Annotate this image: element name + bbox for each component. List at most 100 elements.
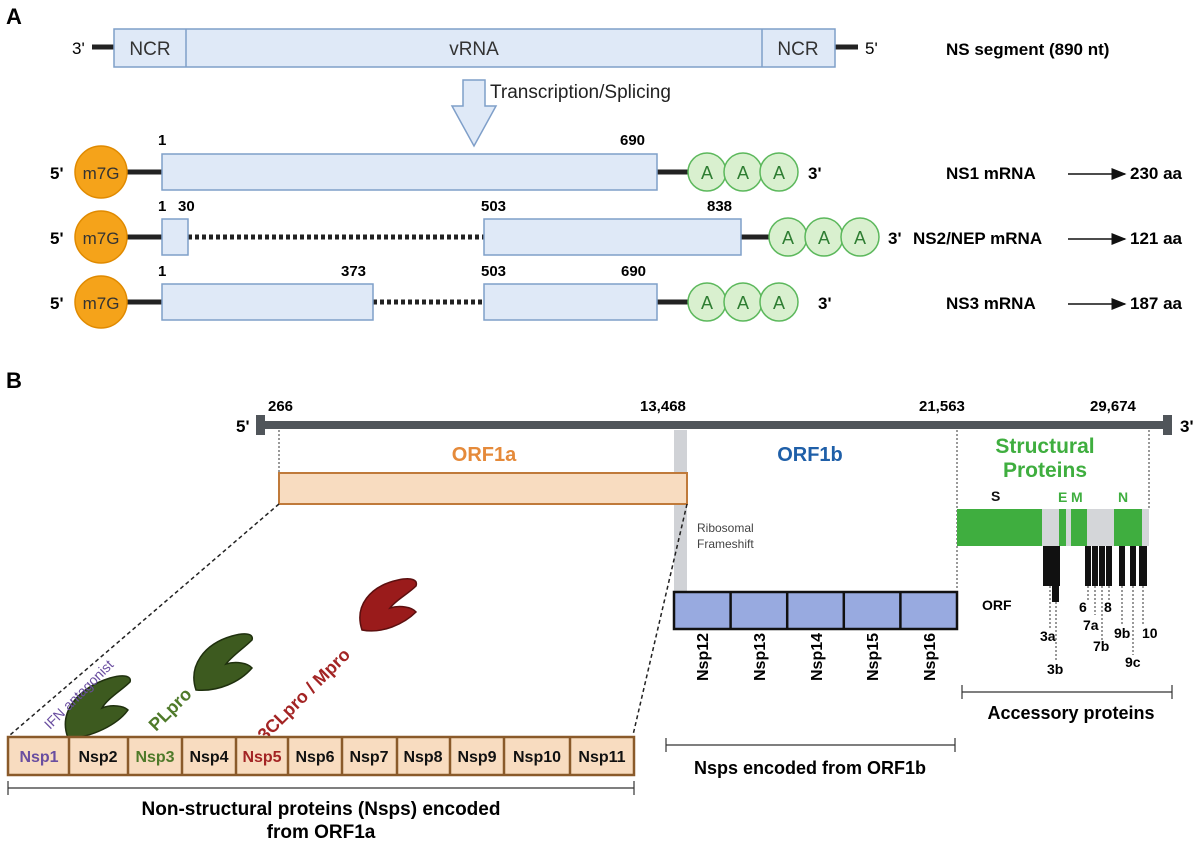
orf1a-bar <box>278 472 688 505</box>
frameshift-label: Frameshift <box>697 537 754 551</box>
acc-3a: 3a <box>1040 628 1056 644</box>
panel-b-label: B <box>6 368 22 393</box>
envelope-segment <box>1059 509 1066 546</box>
row-5prime-label: 5' <box>50 164 64 183</box>
svg-text:A: A <box>701 293 713 313</box>
svg-text:A: A <box>701 163 713 183</box>
ns3-exon1-box <box>161 283 374 321</box>
accessory-caption: Accessory proteins <box>987 703 1154 723</box>
transcription-label: Transcription/Splicing <box>490 82 671 103</box>
3clpro-label: 3CLpro / Mpro <box>254 644 354 744</box>
orf1b-caption: Nsps encoded from ORF1b <box>694 758 926 778</box>
ifn-antagonist-icon <box>64 675 132 739</box>
genome-pos-21563: 21,563 <box>919 398 965 415</box>
frameshift-band <box>674 430 687 592</box>
panel-a-label: A <box>6 4 22 29</box>
nsp14-label: Nsp14 <box>809 633 826 681</box>
ns3-pos-4: 690 <box>621 263 646 280</box>
ns2-pos-3: 503 <box>481 198 506 215</box>
orf-label: ORF <box>982 597 1012 613</box>
ncr-left-label: NCR <box>129 39 170 60</box>
orf1b-nsp-boxes <box>672 590 959 631</box>
ns1-exon-box <box>161 153 658 191</box>
cap-icon <box>74 210 128 264</box>
polya-tail-icon: A A A <box>687 152 799 192</box>
ns1-pos-start: 1 <box>158 132 166 149</box>
nsp13-label: Nsp13 <box>752 633 769 681</box>
nsp3-label: Nsp3 <box>135 749 174 766</box>
svg-text:A: A <box>737 163 749 183</box>
ns2-mrna-row: m7G 5' A A A 3' 1 30 503 838 NS2/NEP mRN… <box>50 198 1183 264</box>
membrane-segment <box>1071 509 1087 546</box>
zoom-line-right <box>632 503 688 736</box>
ns2-exon2-box <box>483 218 742 256</box>
accessory-orf-bars <box>1043 546 1147 602</box>
structural-label-line2: Proteins <box>1003 459 1087 482</box>
transcription-arrow <box>450 79 498 148</box>
polya-tail-icon: A A A <box>768 217 880 257</box>
nsp11-label: Nsp11 <box>578 749 625 766</box>
row-3prime-label: 3' <box>808 164 822 183</box>
nsp7-label: Nsp7 <box>349 749 388 766</box>
acc-7b: 7b <box>1093 638 1109 654</box>
genome-line: 5' 3' 266 13,468 21,563 29,674 <box>236 398 1194 436</box>
nsp2-label: Nsp2 <box>78 749 117 766</box>
membrane-label: M <box>1071 489 1083 505</box>
nucleocapsid-segment <box>1114 509 1142 546</box>
spike-segment <box>957 509 1042 546</box>
envelope-label: E <box>1058 489 1067 505</box>
ns3-product: 187 aa <box>1130 294 1183 313</box>
ns3-mrna-row: m7G 5' A A A 3' 1 373 503 690 NS3 mRNA 1… <box>50 263 1183 329</box>
nsp1-label: Nsp1 <box>19 749 58 766</box>
row-3prime-label: 3' <box>888 229 902 248</box>
orf1a-caption-line1: Non-structural proteins (Nsps) encoded <box>142 799 501 820</box>
ns2-pos-4: 838 <box>707 198 732 215</box>
nsp12-label: Nsp12 <box>695 633 712 681</box>
orf1b-bracket <box>665 738 956 752</box>
acc-7a: 7a <box>1083 617 1099 633</box>
ns3-pos-1: 1 <box>158 263 166 280</box>
genome-pos-13468: 13,468 <box>640 398 686 415</box>
structural-label-line1: Structural <box>995 435 1094 458</box>
svg-text:A: A <box>854 228 866 248</box>
ns-segment: 3' 5' NCR vRNA NCR NS segment (890 nt) <box>72 28 1109 68</box>
svg-text:A: A <box>737 293 749 313</box>
svg-text:A: A <box>773 163 785 183</box>
orf1a-bracket <box>7 781 635 795</box>
spike-label: S <box>991 488 1000 504</box>
orf1a-label: ORF1a <box>452 444 517 466</box>
acc-8: 8 <box>1104 599 1112 615</box>
ns3-pos-3: 503 <box>481 263 506 280</box>
cap-icon <box>74 145 128 199</box>
ns2-product: 121 aa <box>1130 229 1183 248</box>
ns3-pos-2: 373 <box>341 263 366 280</box>
accessory-leader-lines <box>1049 586 1144 660</box>
row-3prime-label: 3' <box>818 294 832 313</box>
ns2-exon1-box <box>161 218 189 256</box>
ns1-product: 230 aa <box>1130 164 1183 183</box>
plpro-icon <box>193 633 254 691</box>
orf1a-nsp-boxes <box>6 735 636 777</box>
nsp8-label: Nsp8 <box>403 749 442 766</box>
ribosomal-label: Ribosomal <box>697 521 754 535</box>
structural-proteins-bar: S E M N <box>957 488 1149 546</box>
nsp16-label: Nsp16 <box>922 633 939 681</box>
ns1-mrna-label: NS1 mRNA <box>946 164 1036 183</box>
svg-text:A: A <box>773 293 785 313</box>
acc-9c: 9c <box>1125 654 1141 670</box>
genome-3prime-label: 3' <box>1180 417 1194 436</box>
acc-10: 10 <box>1142 625 1158 641</box>
acc-6: 6 <box>1079 599 1087 615</box>
genome-pos-266: 266 <box>268 398 293 415</box>
zoom-line-left <box>9 503 280 736</box>
ncr-right-label: NCR <box>777 39 818 60</box>
nsp5-label: Nsp5 <box>242 749 281 766</box>
genome-pos-29674: 29,674 <box>1090 398 1137 415</box>
segment-3prime-label: 3' <box>72 39 85 58</box>
segment-title: NS segment (890 nt) <box>946 40 1109 59</box>
3clpro-icon <box>359 578 418 632</box>
svg-text:A: A <box>782 228 794 248</box>
polya-tail-icon: A A A <box>687 282 799 322</box>
ns2-pos-1: 1 <box>158 198 166 215</box>
